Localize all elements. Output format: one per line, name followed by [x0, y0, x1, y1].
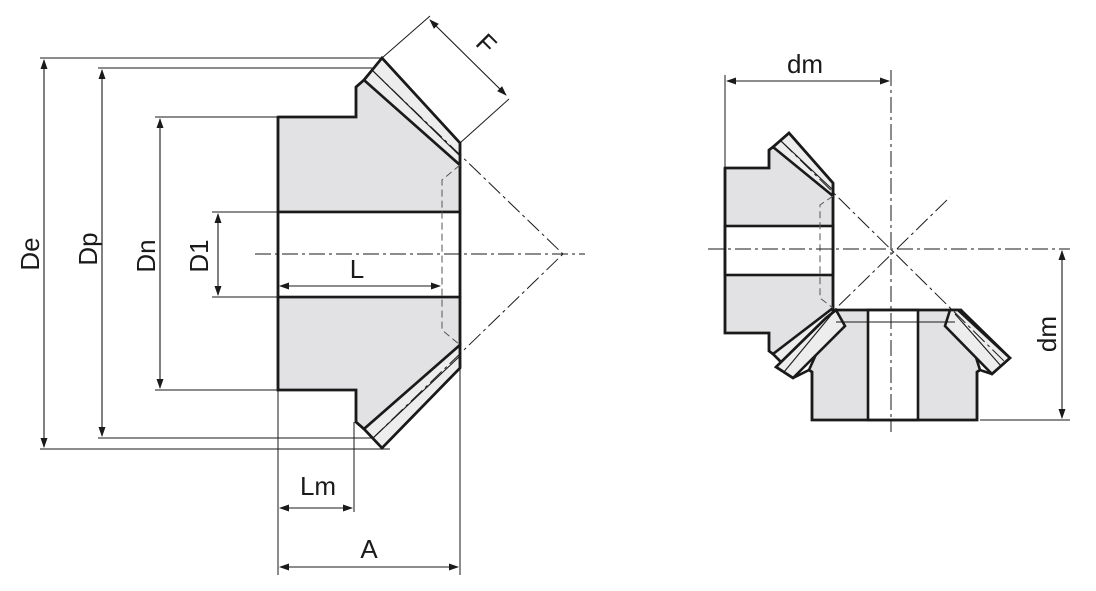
label-D1: D1 — [184, 239, 214, 272]
pitch-cone-line-lower — [371, 253, 564, 440]
dim-F — [429, 19, 507, 96]
label-dm-side: dm — [1032, 316, 1062, 352]
gear-pair-view: dm dm — [708, 49, 1070, 432]
pitch-cone-line-upper — [371, 69, 564, 255]
label-Dp: Dp — [73, 232, 103, 265]
gear-body-upper — [276, 78, 462, 214]
gear-section-view: De Dp Dn D1 L F Lm A — [15, 15, 585, 575]
label-Dn: Dn — [131, 239, 161, 272]
gear-bore — [866, 308, 920, 422]
label-L: L — [350, 254, 364, 284]
label-De: De — [15, 237, 45, 270]
hidden-edge — [441, 164, 461, 346]
label-Lm: Lm — [300, 471, 336, 501]
label-dm-top: dm — [787, 49, 823, 79]
pinion-bore — [723, 224, 835, 277]
label-A: A — [360, 534, 378, 564]
label-F: F — [470, 27, 502, 59]
gear-body-lower — [276, 295, 462, 431]
